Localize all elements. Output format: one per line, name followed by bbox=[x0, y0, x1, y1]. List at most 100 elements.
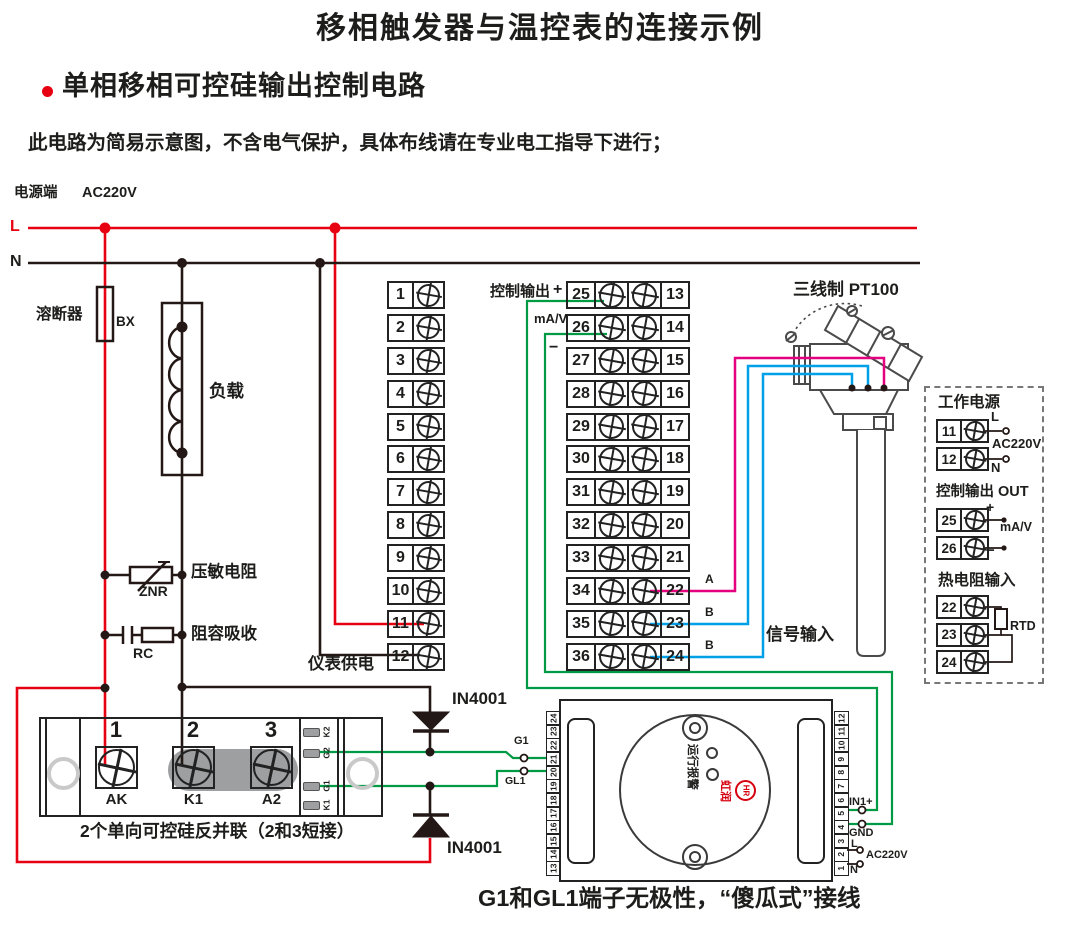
brand-label-wrap: 虹润 bbox=[718, 777, 731, 805]
gate-terminal-pad bbox=[303, 781, 320, 791]
scr-terminal-1-name: AK bbox=[105, 791, 128, 808]
sensor-wire-b1 bbox=[650, 364, 870, 626]
side-out-minus: − bbox=[986, 542, 995, 559]
trigger-ear-bottom-hole bbox=[689, 851, 701, 863]
terminal-number-right: 16 bbox=[666, 384, 684, 402]
trigger-terminal: 13 bbox=[546, 860, 561, 876]
screw-icon bbox=[964, 421, 985, 441]
terminal-screw-cell bbox=[596, 479, 629, 505]
alarm-led-label-wrap: 报警 bbox=[684, 764, 698, 792]
sensor-wire-a bbox=[650, 356, 886, 593]
terminal-row: 25 13 bbox=[566, 281, 690, 309]
terminal-row: 34 22 bbox=[566, 577, 690, 606]
gnd-label: GND bbox=[849, 827, 874, 839]
gate-terminal: G1 bbox=[303, 778, 332, 794]
terminal-row: 29 17 bbox=[566, 412, 690, 441]
brand-logo-text: HR bbox=[741, 784, 750, 797]
terminal-screw-cell bbox=[962, 419, 989, 443]
screw-icon bbox=[632, 512, 657, 538]
screw-icon bbox=[599, 512, 624, 538]
terminal-screw-cell bbox=[414, 283, 443, 307]
terminal-number-mid: 28 bbox=[568, 381, 596, 406]
side-out-row-26: 26 bbox=[936, 536, 989, 560]
screw-icon bbox=[417, 316, 440, 340]
screw-icon bbox=[632, 644, 657, 670]
fuse-symbol bbox=[95, 285, 115, 343]
terminal-row: 31 19 bbox=[566, 478, 690, 507]
terminal-screw-cell bbox=[414, 349, 443, 373]
load-symbol bbox=[160, 301, 204, 477]
terminal-row: 9 bbox=[387, 544, 445, 573]
terminal-number-mid: 27 bbox=[568, 348, 596, 373]
terminal-number: 1 bbox=[389, 283, 414, 307]
section-heading: 单相移相可控硅输出控制电路 bbox=[62, 71, 426, 101]
terminal-screw-cell bbox=[414, 579, 443, 603]
meter-supply-label: 仪表供电 bbox=[308, 655, 374, 673]
terminal-screw-cell bbox=[629, 611, 662, 637]
footer-note: G1和GL1端子无极性，“傻瓜式”接线 bbox=[478, 885, 861, 911]
terminal-screw-cell bbox=[596, 446, 629, 472]
screw-icon bbox=[417, 645, 440, 669]
terminal-screw-cell bbox=[629, 545, 662, 571]
terminal-number-right: 22 bbox=[666, 582, 684, 600]
terminal-number: 8 bbox=[389, 513, 414, 538]
screw-icon bbox=[632, 282, 657, 308]
screw-icon bbox=[632, 578, 657, 604]
gate-terminal-pad bbox=[303, 800, 320, 810]
terminal-screw-cell bbox=[962, 447, 989, 471]
terminal-number: 26 bbox=[936, 536, 962, 560]
terminal-screw-cell bbox=[962, 595, 989, 619]
screw-icon bbox=[599, 348, 624, 374]
terminal-screw-cell bbox=[596, 348, 629, 374]
screw-icon bbox=[632, 315, 657, 341]
power-side-label: 电源端 bbox=[14, 185, 58, 201]
gate-terminal-label: G2 bbox=[321, 747, 332, 759]
terminal-number: 5 bbox=[389, 414, 414, 439]
connection-circles bbox=[519, 427, 1010, 868]
terminal-number: 6 bbox=[389, 447, 414, 472]
trigger-ear-top bbox=[682, 715, 708, 741]
run-led bbox=[706, 747, 718, 759]
side-out-row-25: 25 bbox=[936, 508, 989, 532]
terminal-number-right: 13 bbox=[666, 286, 684, 303]
terminal-number-mid: 34 bbox=[568, 579, 596, 604]
terminal-row: 2 bbox=[387, 313, 445, 342]
side-ac-voltage: AC220V bbox=[992, 436, 1042, 451]
scr-right-divider bbox=[299, 719, 301, 815]
screw-icon bbox=[417, 447, 440, 471]
control-output-minus: − bbox=[549, 339, 559, 356]
terminal-screw-cell bbox=[629, 578, 662, 604]
scr-terminal-3-name: A2 bbox=[261, 791, 282, 808]
terminal-number-mid: 31 bbox=[568, 480, 596, 505]
diode-top-label: IN4001 bbox=[452, 689, 507, 708]
control-output-plus: + bbox=[553, 281, 563, 298]
terminal-row: 3 bbox=[387, 346, 445, 375]
screw-icon bbox=[964, 624, 985, 645]
terminal-number-right: 23 bbox=[666, 614, 684, 632]
brand-logo: HR bbox=[735, 780, 756, 801]
side-rtd-label: RTD bbox=[1010, 619, 1036, 633]
sensor-label: 三线制 PT100 bbox=[793, 280, 899, 299]
scr-terminal-2-number: 2 bbox=[186, 717, 200, 742]
terminal-row: 28 16 bbox=[566, 379, 690, 408]
screw-icon bbox=[599, 479, 624, 505]
terminal-number-mid: 30 bbox=[568, 447, 596, 472]
terminal-number-mid: 33 bbox=[568, 546, 596, 571]
terminal-screw-cell bbox=[414, 480, 443, 504]
terminal-row: 32 20 bbox=[566, 511, 690, 540]
load-label: 负载 bbox=[209, 381, 244, 401]
terminal-row: 11 bbox=[387, 609, 445, 638]
side-rtd-title: 热电阻输入 bbox=[938, 572, 1016, 589]
scr-terminal-1-number: 1 bbox=[109, 717, 123, 742]
terminal-number-right: 18 bbox=[666, 450, 684, 468]
side-rtd-row: 24 bbox=[936, 650, 989, 674]
screw-icon bbox=[632, 611, 657, 637]
terminal-screw-cell bbox=[629, 446, 662, 472]
scr-terminal-2-box bbox=[172, 746, 215, 789]
terminal-number: 12 bbox=[389, 644, 414, 669]
screw-icon bbox=[417, 382, 440, 406]
terminal-number-right: 17 bbox=[666, 417, 684, 435]
terminal-screw-cell bbox=[414, 645, 443, 669]
terminal-number-right: 20 bbox=[666, 516, 684, 534]
